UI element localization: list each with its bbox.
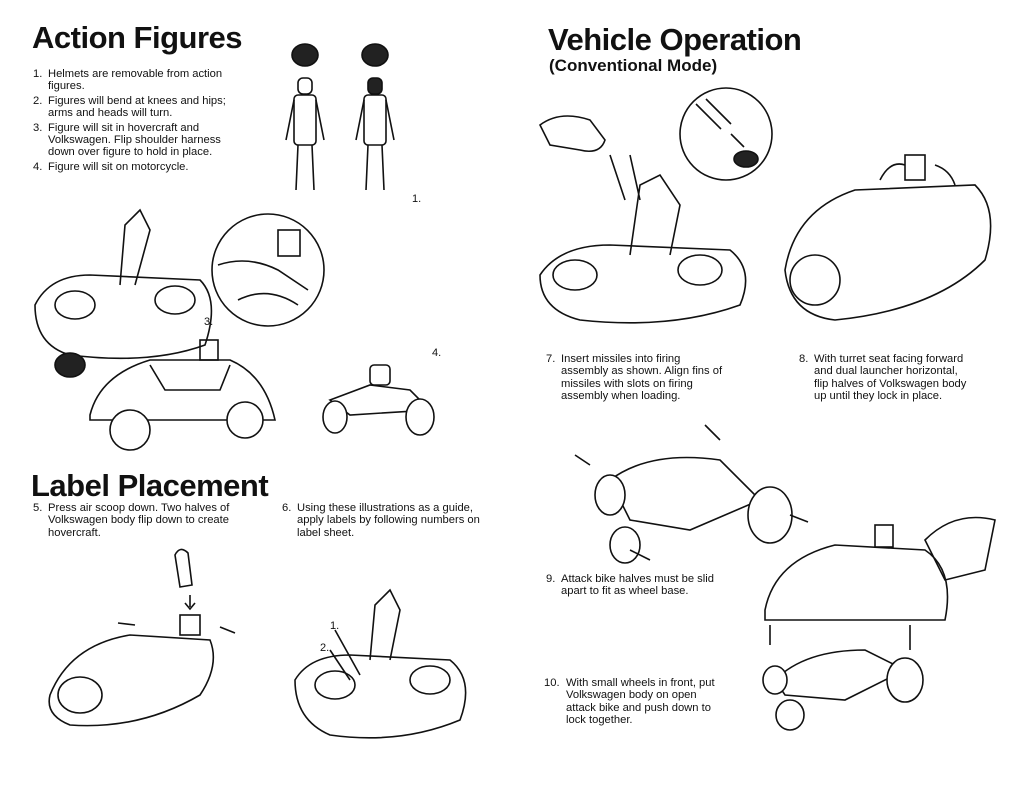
action-figures-illustration [285, 43, 395, 191]
step-number: 8. [799, 353, 809, 365]
item-text: Figure will sit in hovercraft and Volksw… [48, 121, 221, 159]
list-item: 1. Helmets are removable from action figu… [33, 68, 233, 93]
step-8: 8. With turret seat facing forward and d… [799, 353, 974, 403]
list-item: 3. Figure will sit in hovercraft and Volk… [33, 122, 233, 159]
step-text: Insert missiles into firing assembly as … [561, 353, 723, 403]
step-number: 10. [544, 677, 560, 689]
missile-detail-illustration [679, 87, 773, 181]
label-placement-illustration [294, 588, 467, 739]
step-10: 10. With small wheels in front, put Volk… [544, 677, 724, 727]
step-number: 9. [546, 573, 556, 585]
volkswagen-fold-up-illustration [784, 154, 992, 321]
item-number: 3. [33, 121, 43, 134]
item-text: Helmets are removable from action figure… [48, 68, 223, 93]
volkswagen-illustration [89, 339, 276, 451]
step-text: Using these illustrations as a guide, ap… [297, 502, 480, 539]
item-text: Figures will bend at knees and hips; arm… [48, 94, 226, 120]
step-5: 5. Press air scoop down. Two halves of V… [33, 502, 233, 539]
step-text: Press air scoop down. Two halves of Volk… [48, 502, 230, 539]
step-text: With turret seat facing forward and dual… [814, 353, 967, 403]
step-number: 5. [33, 502, 43, 514]
list-item: 4. Figure will sit on motorcycle. [33, 161, 233, 173]
callout-label-2: 2. [320, 642, 330, 654]
step-text: With small wheels in front, put Volkswag… [566, 677, 715, 727]
step-6: 6. Using these illustrations as a guide,… [282, 502, 482, 539]
vehicle-operation-heading: Vehicle Operation [548, 22, 802, 57]
step-number: 6. [282, 502, 292, 514]
callout-label-1: 1. [330, 620, 340, 632]
step-7: 7. Insert missiles into firing assembly … [546, 353, 726, 403]
item-text: Figure will sit on motorcycle. [48, 160, 189, 173]
label-placement-heading: Label Placement [31, 468, 269, 503]
step-number: 7. [546, 353, 556, 365]
hovercraft-conversion-illustration [48, 548, 236, 727]
missile-insertion-illustration [538, 115, 747, 324]
figure-label-1: 1. [412, 193, 422, 205]
item-number: 2. [33, 94, 43, 107]
step-9: 9. Attack bike halves must be slid apart… [546, 573, 731, 598]
harness-detail-illustration [211, 213, 325, 327]
figure-label-3: 3. [204, 316, 214, 328]
action-figures-list: 1. Helmets are removable from action figu… [33, 68, 233, 175]
assembly-illustration [762, 516, 996, 731]
item-number: 4. [33, 160, 43, 173]
figure-label-4: 4. [432, 347, 442, 359]
hovercraft-illustration [34, 208, 213, 378]
action-figures-heading: Action Figures [32, 20, 243, 55]
step-text: Attack bike halves must be slid apart to… [561, 573, 714, 598]
motorcycle-illustration [322, 364, 435, 436]
list-item: 2. Figures will bend at knees and hips; a… [33, 95, 233, 120]
item-number: 1. [33, 68, 43, 80]
vehicle-operation-subtitle: (Conventional Mode) [549, 56, 718, 75]
attack-bike-separation-illustration [574, 424, 809, 564]
